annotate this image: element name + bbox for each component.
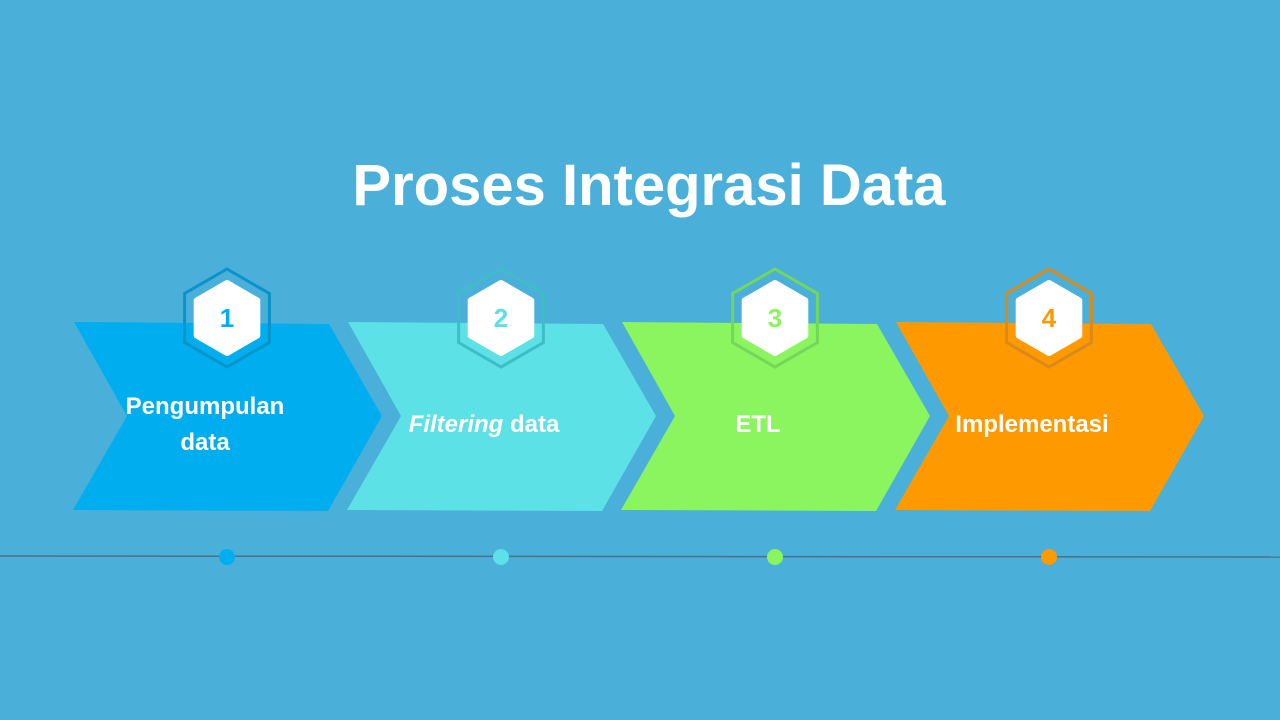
timeline-dot	[767, 549, 783, 565]
timeline-dot	[219, 549, 235, 565]
hexagon-badge	[193, 280, 261, 356]
hexagon-badge	[1015, 280, 1083, 356]
timeline-line	[0, 555, 1280, 558]
hexagon-ring	[457, 267, 545, 369]
step-label: ETL	[735, 411, 781, 438]
hexagon-badge	[741, 280, 809, 356]
timeline-dot	[1041, 549, 1057, 565]
chevron-arrow	[621, 322, 930, 511]
step-4	[895, 267, 1204, 565]
step-number: 4	[1041, 303, 1057, 333]
chevron-arrow	[347, 322, 656, 511]
step-2	[347, 267, 656, 565]
step-3	[621, 267, 930, 565]
step-1	[73, 267, 382, 565]
hexagon-badge	[467, 280, 535, 356]
hexagon-ring	[183, 267, 271, 369]
step-label-emphasis: Filtering	[408, 411, 504, 438]
step-label: Pengumpulan data	[125, 393, 285, 456]
step-number: 1	[219, 303, 235, 333]
page-title: Proses Integrasi Data	[352, 153, 946, 218]
step-number: 2	[493, 303, 509, 333]
timeline-dot	[493, 549, 509, 565]
hexagon-ring	[731, 267, 819, 369]
step-label: Filtering data	[384, 380, 584, 470]
hexagon-ring	[1005, 267, 1093, 369]
step-number: 3	[767, 303, 783, 333]
chevron-arrow	[73, 322, 382, 511]
chevron-arrow	[895, 322, 1204, 511]
step-label: Implementasi	[955, 411, 1109, 438]
